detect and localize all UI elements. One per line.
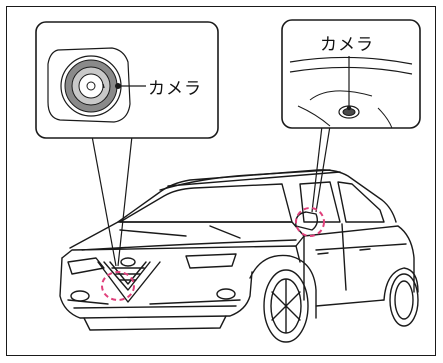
pointer-lines [91,125,331,267]
side-camera-highlight [295,207,325,237]
camera-highlights [101,207,325,301]
front-camera-label: カメラ [148,79,202,99]
side-camera-callout [281,19,421,129]
front-camera-callout [35,21,219,139]
side-camera-label: カメラ [320,35,374,55]
front-camera-highlight [101,271,135,301]
